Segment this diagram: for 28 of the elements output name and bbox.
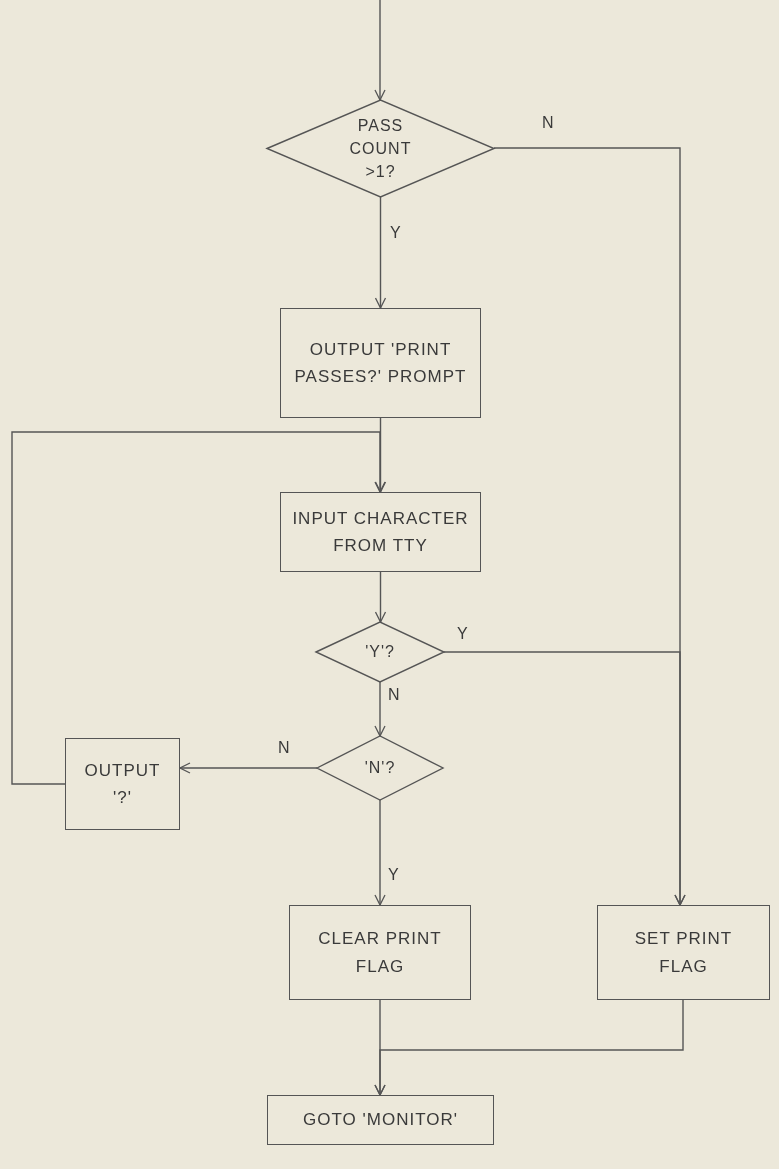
- arrow: [179, 762, 318, 774]
- node-label: 'Y'?: [364, 642, 396, 663]
- arrow: [374, 681, 386, 737]
- arrow: [374, 0, 386, 101]
- arrow: [374, 571, 387, 623]
- arrow: [374, 799, 386, 906]
- node-label: PASS COUNT >1?: [348, 115, 413, 183]
- node-label: SET PRINT FLAG: [633, 928, 734, 978]
- arrow: [374, 196, 387, 309]
- process-box: [597, 905, 770, 1000]
- process-box: [65, 738, 180, 830]
- node-label: GOTO 'MONITOR': [302, 1109, 459, 1132]
- process-box: [289, 905, 471, 1000]
- process-box: [280, 492, 481, 572]
- process-box: [267, 1095, 494, 1145]
- node-label: 'N'?: [363, 758, 397, 779]
- decision-diamond: [316, 622, 444, 682]
- arrow: [11, 431, 386, 785]
- decision-diamond: [317, 736, 443, 800]
- decision-diamond: [267, 100, 494, 197]
- arrow: [374, 417, 387, 493]
- arrow: [443, 651, 686, 906]
- node-label: OUTPUT '?': [83, 759, 162, 809]
- node-label: CLEAR PRINT FLAG: [317, 928, 443, 978]
- node-label: INPUT CHARACTER FROM TTY: [291, 507, 470, 557]
- process-box: [280, 308, 481, 418]
- node-label: OUTPUT 'PRINT PASSES?' PROMPT: [293, 338, 468, 388]
- arrow: [374, 999, 684, 1096]
